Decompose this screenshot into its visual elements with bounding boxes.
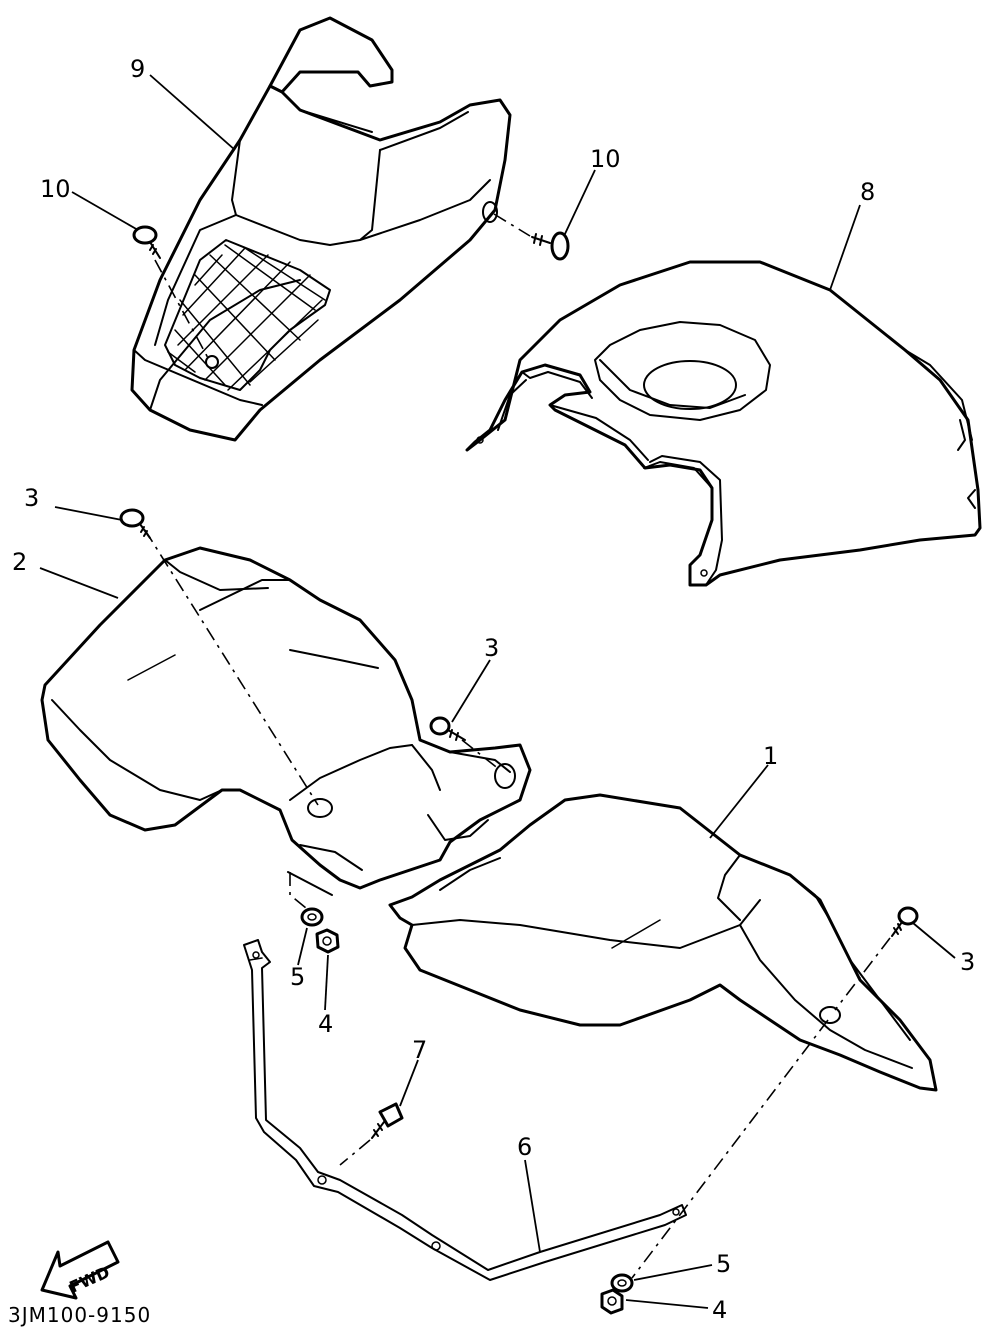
part-1-front-fender <box>388 793 938 1092</box>
mount-hole-left <box>307 798 333 818</box>
mount-hole-right <box>494 763 516 789</box>
callout-2: 2 <box>12 548 27 576</box>
screw-3-upper-left <box>119 508 151 539</box>
diagram-code: 3JM100-9150 <box>8 1303 151 1327</box>
nut-4-left <box>315 928 340 954</box>
callout-3-middle: 3 <box>484 634 499 662</box>
callout-numbers: 9 10 10 8 3 2 3 1 3 5 4 7 6 5 4 <box>12 55 975 1324</box>
leader-lines <box>39 74 956 1309</box>
forward-arrow: FWD <box>40 1240 120 1300</box>
callout-7: 7 <box>412 1036 427 1064</box>
screw-10-left <box>132 225 161 259</box>
fender-mount-hole <box>819 1006 841 1024</box>
callout-4-left: 4 <box>318 1010 333 1038</box>
assembly-lines <box>144 213 891 1279</box>
callout-10-left: 10 <box>40 175 71 203</box>
part-2-side-cover <box>40 546 532 896</box>
callout-8: 8 <box>860 178 875 206</box>
callout-3-right: 3 <box>960 948 975 976</box>
grille-mesh <box>167 244 326 391</box>
washer-5-left <box>300 907 324 927</box>
callout-4-bottom: 4 <box>712 1296 727 1324</box>
callout-3-upper-left: 3 <box>24 484 39 512</box>
fuel-filler-opening <box>643 360 737 410</box>
washer-5-bottom <box>610 1273 634 1293</box>
callout-9: 9 <box>130 55 145 83</box>
grille-screw-hole <box>205 355 219 369</box>
side-mount-hole <box>482 201 498 223</box>
callout-5-bottom: 5 <box>716 1250 731 1278</box>
nut-4-bottom <box>600 1288 624 1315</box>
part-6-bracket <box>243 939 687 1281</box>
screw-10-right <box>531 231 570 261</box>
screw-3-middle <box>429 716 466 741</box>
part-9-front-cover <box>130 16 512 442</box>
callout-6: 6 <box>517 1133 532 1161</box>
screw-3-right <box>891 906 919 937</box>
bolt-7 <box>371 1102 404 1139</box>
callout-1: 1 <box>763 742 778 770</box>
callout-5-left: 5 <box>290 963 305 991</box>
callout-10-right: 10 <box>590 145 621 173</box>
part-8-tank-cover <box>465 260 982 587</box>
